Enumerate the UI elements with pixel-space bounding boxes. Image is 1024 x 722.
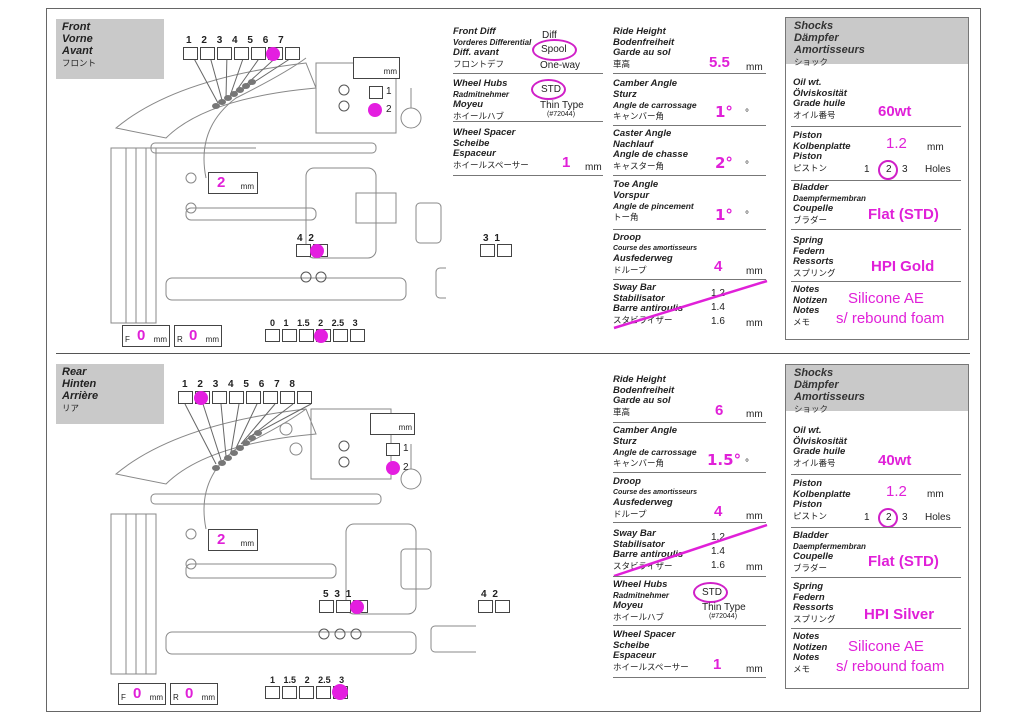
rear-bladder-value: Flat (STD) <box>868 553 939 570</box>
front-notes-line2: s/ rebound foam <box>836 310 945 327</box>
front-hole1-box <box>369 86 383 99</box>
rear-shocks-panel: Shocks Dämpfer Amortisseurs ショック <box>785 364 969 689</box>
rear-spring-label: Spring Federn Ressorts スプリング <box>793 581 836 624</box>
rear-ride-value: 6 <box>715 402 724 419</box>
front-notes-line1: Silicone AE <box>848 290 924 307</box>
front-oil-label: Oil wt. Ölviskosität Grade huile オイル番号 <box>793 77 847 120</box>
front-hubs-label: Wheel Hubs Radmitnehmer Moyeu ホイールハブ <box>453 78 510 121</box>
rear-arm-numbers: 5 3 1 <box>323 589 352 600</box>
front-hubs-opt-thin: Thin Type <box>540 100 584 111</box>
rear-piston-value: 1.2 <box>886 483 907 500</box>
front-camber-value: 1° <box>715 103 733 121</box>
front-caster-label: Caster Angle Nachlauf Angle de chasse キャ… <box>613 128 688 171</box>
rear-sway-strike <box>613 523 768 578</box>
rear-header: Rear Hinten Arrière リア <box>56 364 164 424</box>
front-hole-marker <box>368 103 382 117</box>
front-bladder-value: Flat (STD) <box>868 206 939 223</box>
front-right-cells <box>480 244 514 257</box>
front-diff-selected-mark <box>532 39 577 61</box>
front-ride-label: Ride Height Bodenfreiheit Garde au sol 車… <box>613 26 675 69</box>
rear-right-cells <box>478 600 512 613</box>
front-piston-hole-mark <box>878 160 898 180</box>
front-diff-opt-oneway: One-way <box>540 60 581 71</box>
front-f-box: F 0 mm <box>122 325 170 347</box>
rear-suspension-drawing <box>110 403 476 675</box>
front-hubs-selected-mark <box>531 79 566 100</box>
front-toe-value: 1° <box>715 206 733 224</box>
rear-hole-marker <box>386 461 400 475</box>
rear-top-numbers: 1 2 3 4 5 6 7 8 <box>182 379 295 390</box>
front-droop-label: Droop Course des amortisseurs Ausfederwe… <box>613 232 698 275</box>
rear-bladder-label: Bladder Daempfermembran Coupelle ブラダー <box>793 530 866 573</box>
rear-droop-label: Droop Course des amortisseurs Ausfederwe… <box>613 476 698 519</box>
rear-spacer-box: 2 mm <box>208 529 258 551</box>
front-camber-label: Camber Angle Sturz Angle de carrossage キ… <box>613 78 697 121</box>
setup-sheet <box>46 8 981 712</box>
rear-spacer-value: 1 <box>713 656 722 673</box>
rear-hubs-opt-thin: Thin Type <box>702 602 746 613</box>
rear-bottom-numbers: 1 1.5 2 2.5 3 <box>270 675 345 685</box>
rear-right-numbers: 4 2 <box>481 589 498 600</box>
section-divider <box>56 353 970 354</box>
front-top-numbers: 1 2 3 4 5 6 7 <box>186 35 284 46</box>
rear-suspension-diagram <box>56 364 476 699</box>
rear-ride-label: Ride Height Bodenfreiheit Garde au sol 車… <box>613 374 675 417</box>
front-spring-label: Spring Federn Ressorts スプリング <box>793 235 836 278</box>
front-bottom-marker <box>314 329 328 343</box>
rear-top-marker <box>194 391 208 405</box>
front-bottom-numbers: 0 1 1.5 2 2.5 3 <box>270 318 358 328</box>
rear-droop-value: 4 <box>714 503 723 520</box>
front-toe-label: Toe Angle Vorspur Angle de pincement トー角 <box>613 179 694 222</box>
front-shocks-panel: Shocks Dämpfer Amortisseurs ショック <box>785 17 969 340</box>
rear-arm-marker <box>350 600 364 614</box>
front-right-numbers: 3 1 <box>483 233 500 244</box>
rear-spring-value: HPI Silver <box>864 606 935 623</box>
front-bladder-label: Bladder Daempfermembran Coupelle ブラダー <box>793 182 866 225</box>
rear-camber-label: Camber Angle Sturz Angle de carrossage キ… <box>613 425 697 468</box>
rear-spacer-label: Wheel Spacer Scheibe Espaceur ホイールスペーサー <box>613 629 689 672</box>
front-arm-numbers: 4 2 <box>297 233 314 244</box>
front-spacer-label: Wheel Spacer Scheibe Espaceur ホイールスペーサー <box>453 127 529 170</box>
rear-oil-value: 40wt <box>878 452 912 469</box>
front-header: Front Vorne Avant フロント <box>56 19 164 79</box>
front-spring-value: HPI Gold <box>871 258 935 275</box>
rear-piston-hole-mark <box>878 508 898 528</box>
rear-oil-label: Oil wt. Ölviskosität Grade huile オイル番号 <box>793 425 847 468</box>
front-piston-value: 1.2 <box>886 135 907 152</box>
rear-r-box: R 0 mm <box>170 683 218 705</box>
front-sway-strike <box>613 279 768 330</box>
front-oil-value: 60wt <box>878 103 912 120</box>
front-top-cells <box>183 47 302 60</box>
front-arm-marker <box>310 244 324 258</box>
front-ride-value: 5.5 <box>709 54 730 71</box>
rear-top-cells <box>178 391 314 404</box>
front-piston-label: Piston Kolbenplatte Piston ピストン <box>793 130 851 173</box>
front-mm-box: mm <box>353 57 400 79</box>
rear-notes-label: Notes Notizen Notes メモ <box>793 631 828 674</box>
front-diff-opt-diff: Diff <box>542 30 557 41</box>
rear-bottom-marker <box>332 684 348 700</box>
rear-hubs-selected-mark <box>693 582 728 603</box>
front-spacer-box: 2 mm <box>208 172 258 194</box>
rear-camber-value: 1.5° <box>707 451 742 469</box>
front-diff-label: Front Diff Vorderes Differential Diff. a… <box>453 26 532 69</box>
rear-hole1-box <box>386 443 400 456</box>
rear-notes-line2: s/ rebound foam <box>836 658 945 675</box>
front-droop-value: 4 <box>714 258 723 275</box>
front-top-marker <box>266 47 280 61</box>
front-caster-value: 2° <box>715 154 733 172</box>
front-spacer-value: 1 <box>562 154 571 171</box>
front-r-box: R 0 mm <box>174 325 222 347</box>
front-notes-label: Notes Notizen Notes メモ <box>793 284 828 327</box>
rear-f-box: F 0 mm <box>118 683 166 705</box>
rear-hubs-label: Wheel Hubs Radmitnehmer Moyeu ホイールハブ <box>613 579 670 622</box>
rear-notes-line1: Silicone AE <box>848 638 924 655</box>
rear-piston-label: Piston Kolbenplatte Piston ピストン <box>793 478 851 521</box>
rear-mm-box: mm <box>370 413 415 435</box>
